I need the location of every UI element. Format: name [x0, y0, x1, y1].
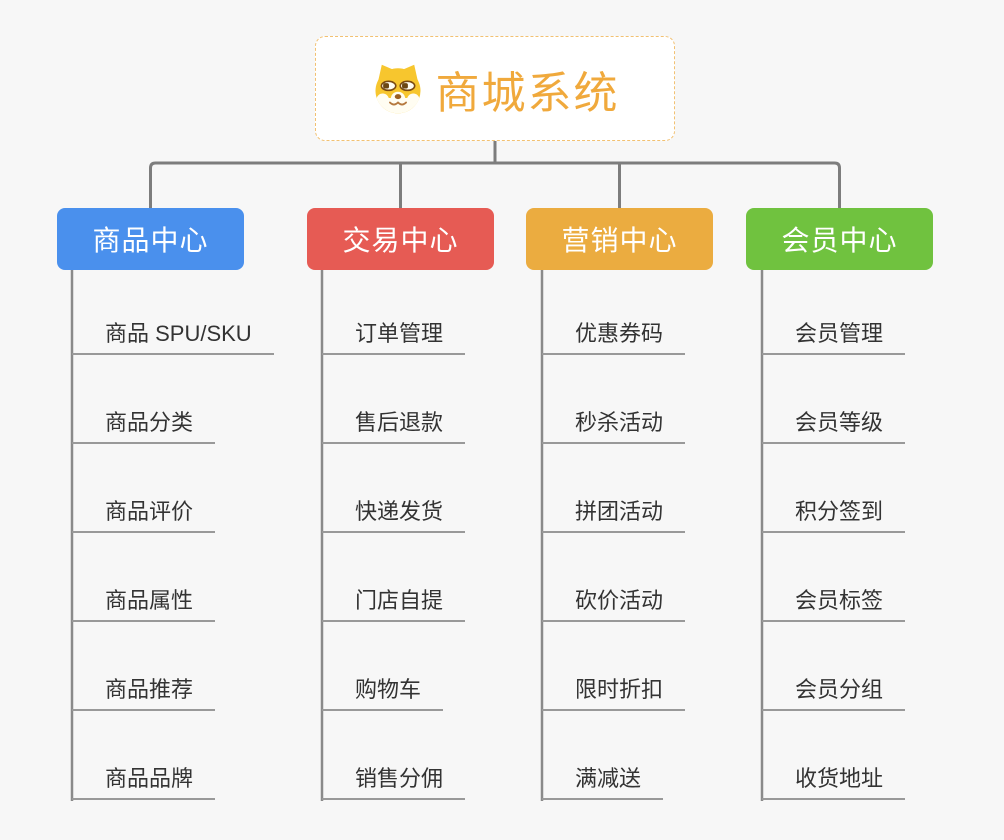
leaf-item[interactable]: 商品品牌	[72, 767, 216, 800]
root-topic[interactable]: 商城系统	[315, 36, 675, 141]
leaf-item[interactable]: 限时折扣	[542, 678, 686, 711]
leaf-item[interactable]: 会员管理	[762, 322, 906, 355]
leaf-item[interactable]: 满减送	[542, 767, 664, 800]
branch-member-center[interactable]: 会员中心	[746, 208, 933, 270]
leaf-item[interactable]: 商品属性	[72, 589, 216, 622]
leaf-item[interactable]: 积分签到	[762, 500, 906, 533]
leaf-item[interactable]: 门店自提	[322, 589, 466, 622]
leaf-item[interactable]: 会员等级	[762, 411, 906, 444]
leaf-item[interactable]: 快递发货	[322, 500, 466, 533]
leaf-item[interactable]: 售后退款	[322, 411, 466, 444]
leaf-item[interactable]: 商品分类	[72, 411, 216, 444]
leaf-item[interactable]: 秒杀活动	[542, 411, 686, 444]
leaf-item[interactable]: 商品 SPU/SKU	[72, 322, 274, 355]
leaf-item[interactable]: 收货地址	[762, 767, 906, 800]
leaf-item[interactable]: 会员标签	[762, 589, 906, 622]
leaf-item[interactable]: 商品评价	[72, 500, 216, 533]
leaf-item[interactable]: 购物车	[322, 678, 444, 711]
leaf-item[interactable]: 销售分佣	[322, 767, 466, 800]
leaf-item[interactable]: 商品推荐	[72, 678, 216, 711]
branch-marketing-center[interactable]: 营销中心	[526, 208, 713, 270]
branch-trade-center[interactable]: 交易中心	[307, 208, 494, 270]
root-title: 商城系统	[435, 68, 620, 118]
leaf-item[interactable]: 砍价活动	[542, 589, 686, 622]
leaf-item[interactable]: 订单管理	[322, 322, 466, 355]
shiba-dog-icon	[375, 64, 420, 113]
leaf-item[interactable]: 会员分组	[762, 678, 906, 711]
leaf-item[interactable]: 优惠券码	[542, 322, 686, 355]
leaf-item[interactable]: 拼团活动	[542, 500, 686, 533]
branch-product-center[interactable]: 商品中心	[57, 208, 244, 270]
